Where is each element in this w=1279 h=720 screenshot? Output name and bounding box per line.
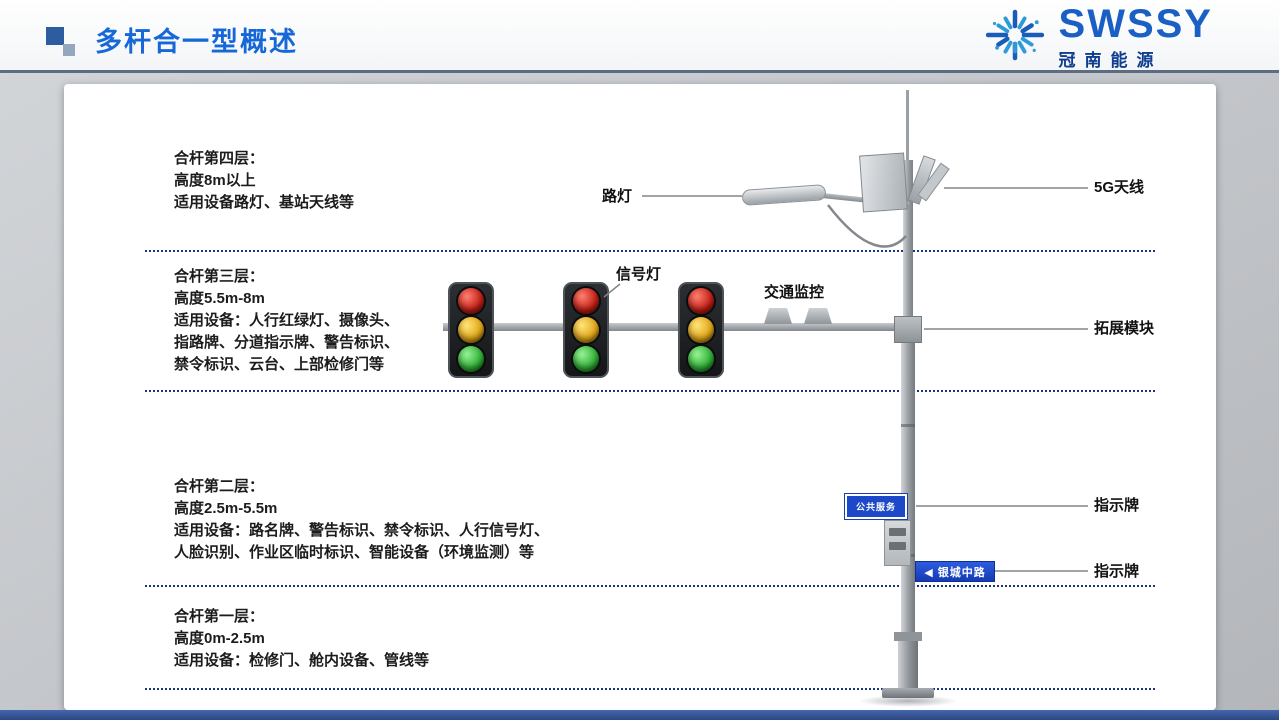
logo-company-text: 冠南能源	[1058, 51, 1163, 70]
antenna-5g-box	[859, 152, 908, 213]
yellow-light-icon	[688, 317, 714, 343]
sign-board-lower: ◀ 银城中路	[915, 561, 995, 582]
pole-upper-section	[903, 160, 913, 320]
bottom-accent-bar	[0, 710, 1279, 720]
expansion-module-box	[894, 316, 922, 343]
red-light-icon	[573, 288, 599, 314]
label-5g-antenna: 5G天线	[1094, 179, 1145, 196]
layer-4-body: 高度8m以上 适用设备路灯、基站天线等	[174, 172, 355, 211]
sign-board-upper: 公共服务	[845, 494, 907, 519]
diagram-panel: 合杆第四层： 高度8m以上 适用设备路灯、基站天线等 合杆第三层： 高度5.5m…	[64, 84, 1216, 710]
pole-joint-band	[901, 424, 915, 427]
layer-1-title: 合杆第一层：	[174, 608, 265, 625]
brand-logo: SWSSY 冠南能源	[983, 3, 1213, 71]
label-sign-lower: 指示牌	[1094, 563, 1140, 580]
layer-divider-1	[145, 250, 1155, 252]
layer-4-description: 合杆第四层： 高度8m以上 适用设备路灯、基站天线等	[174, 148, 354, 214]
green-light-icon	[573, 346, 599, 372]
street-lamp-head	[741, 184, 827, 206]
layer-2-title: 合杆第二层：	[174, 478, 265, 495]
traffic-light	[678, 282, 724, 378]
red-light-icon	[458, 288, 484, 314]
layer-1-body: 高度0m-2.5m 适用设备：检修门、舱内设备、管线等	[174, 630, 430, 669]
label-expansion-module: 拓展模块	[1094, 320, 1155, 337]
layer-4-title: 合杆第四层：	[174, 150, 265, 167]
layer-divider-2	[145, 390, 1155, 392]
pole-mid-section	[901, 342, 915, 634]
layer-divider-3	[145, 585, 1155, 587]
layer-3-description: 合杆第三层： 高度5.5m-8m 适用设备：人行红绿灯、摄像头、 指路牌、分道指…	[174, 266, 399, 376]
green-light-icon	[458, 346, 484, 372]
layer-divider-4	[145, 688, 1155, 690]
pole-base-collar	[894, 632, 922, 641]
page-title: 多杆合一型概述	[95, 27, 298, 57]
pole-lower-section	[898, 640, 918, 690]
logo-starburst-icon	[985, 9, 1044, 61]
red-light-icon	[688, 288, 714, 314]
pole-base-plate	[882, 688, 934, 698]
layer-1-description: 合杆第一层： 高度0m-2.5m 适用设备：检修门、舱内设备、管线等	[174, 606, 429, 672]
layer-3-title: 合杆第三层：	[174, 268, 265, 285]
yellow-light-icon	[458, 317, 484, 343]
traffic-camera-mount	[764, 308, 792, 324]
traffic-light	[563, 282, 609, 378]
yellow-light-icon	[573, 317, 599, 343]
header: 多杆合一型概述	[0, 0, 1279, 73]
equipment-slot	[889, 542, 906, 550]
label-signal-light: 信号灯	[616, 266, 662, 283]
ground-shadow	[858, 695, 958, 707]
signal-crossbar	[443, 323, 910, 331]
layer-2-body: 高度2.5m-5.5m 适用设备：路名牌、警告标识、禁令标识、人行信号灯、 人脸…	[174, 500, 550, 561]
label-sign-upper: 指示牌	[1094, 497, 1140, 514]
traffic-light	[448, 282, 494, 378]
title-accent-square-dark	[46, 27, 64, 45]
layer-2-description: 合杆第二层： 高度2.5m-5.5m 适用设备：路名牌、警告标识、禁令标识、人行…	[174, 476, 549, 564]
antenna-rod	[906, 90, 909, 166]
label-traffic-monitor: 交通监控	[764, 284, 825, 301]
equipment-box	[884, 520, 911, 566]
green-light-icon	[688, 346, 714, 372]
logo-brand-text: SWSSY	[1058, 2, 1213, 46]
title-accent-square-light	[63, 44, 75, 56]
equipment-slot	[889, 528, 906, 536]
logo-text-wrap: SWSSY 冠南能源	[1059, 3, 1213, 71]
traffic-camera-mount	[804, 308, 832, 324]
label-street-lamp: 路灯	[602, 188, 633, 205]
layer-3-body: 高度5.5m-8m 适用设备：人行红绿灯、摄像头、 指路牌、分道指示牌、警告标识…	[174, 290, 400, 373]
